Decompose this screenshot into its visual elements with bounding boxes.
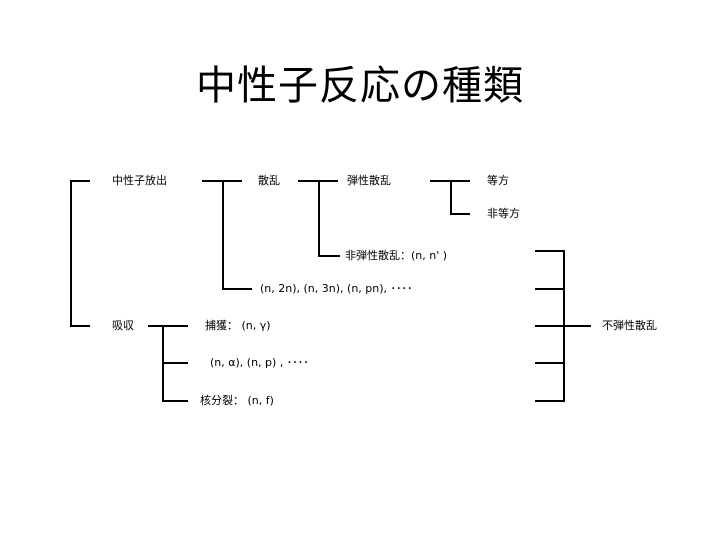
neutron-emission-bracket-bottom-tick bbox=[222, 288, 252, 290]
node-absorption: 吸収 bbox=[112, 319, 134, 332]
elastic-bracket-bottom-tick bbox=[450, 213, 470, 215]
node-neutron-emission: 中性子放出 bbox=[112, 174, 167, 187]
elastic-bracket-stem bbox=[450, 180, 452, 215]
absorption-bracket-mid-tick bbox=[162, 362, 188, 364]
root-bracket-bottom-tick bbox=[70, 325, 90, 327]
node-scattering: 散乱 bbox=[258, 174, 280, 187]
neutron-emission-bracket-stem bbox=[222, 180, 224, 288]
node-charged-particle-emission: (n, α), (n, p) , ････ bbox=[210, 356, 309, 369]
node-fission: 核分裂： (n, f) bbox=[200, 394, 274, 407]
nonelastic-tick-fission bbox=[535, 400, 565, 402]
nonelastic-tick-charged-particle bbox=[535, 362, 565, 364]
nonelastic-label-connector bbox=[563, 325, 591, 327]
scattering-bracket-bottom-tick bbox=[318, 255, 340, 257]
nonelastic-tick-capture bbox=[535, 325, 565, 327]
scattering-bracket-stem bbox=[318, 180, 320, 255]
absorption-bracket-bottom-tick bbox=[162, 400, 188, 402]
node-anisotropic: 非等方 bbox=[487, 207, 520, 220]
node-nonelastic-scattering: 不弾性散乱 bbox=[602, 319, 657, 332]
node-isotropic: 等方 bbox=[487, 174, 509, 187]
page-title: 中性子反応の種類 bbox=[196, 63, 524, 109]
nonelastic-tick-inelastic bbox=[535, 250, 565, 252]
nonelastic-tick-multi-neutron bbox=[535, 288, 565, 290]
node-multi-neutron: (n, 2n), (n, 3n), (n, pn), ････ bbox=[260, 282, 413, 295]
node-capture: 捕獲： (n, γ) bbox=[205, 319, 271, 332]
node-elastic-scattering: 弾性散乱 bbox=[347, 174, 391, 187]
root-bracket-top-tick bbox=[70, 180, 90, 182]
absorption-bracket-top-tick bbox=[148, 325, 188, 327]
root-bracket-stem bbox=[70, 180, 72, 327]
node-inelastic-scattering: 非弾性散乱：(n, n' ) bbox=[345, 249, 448, 262]
